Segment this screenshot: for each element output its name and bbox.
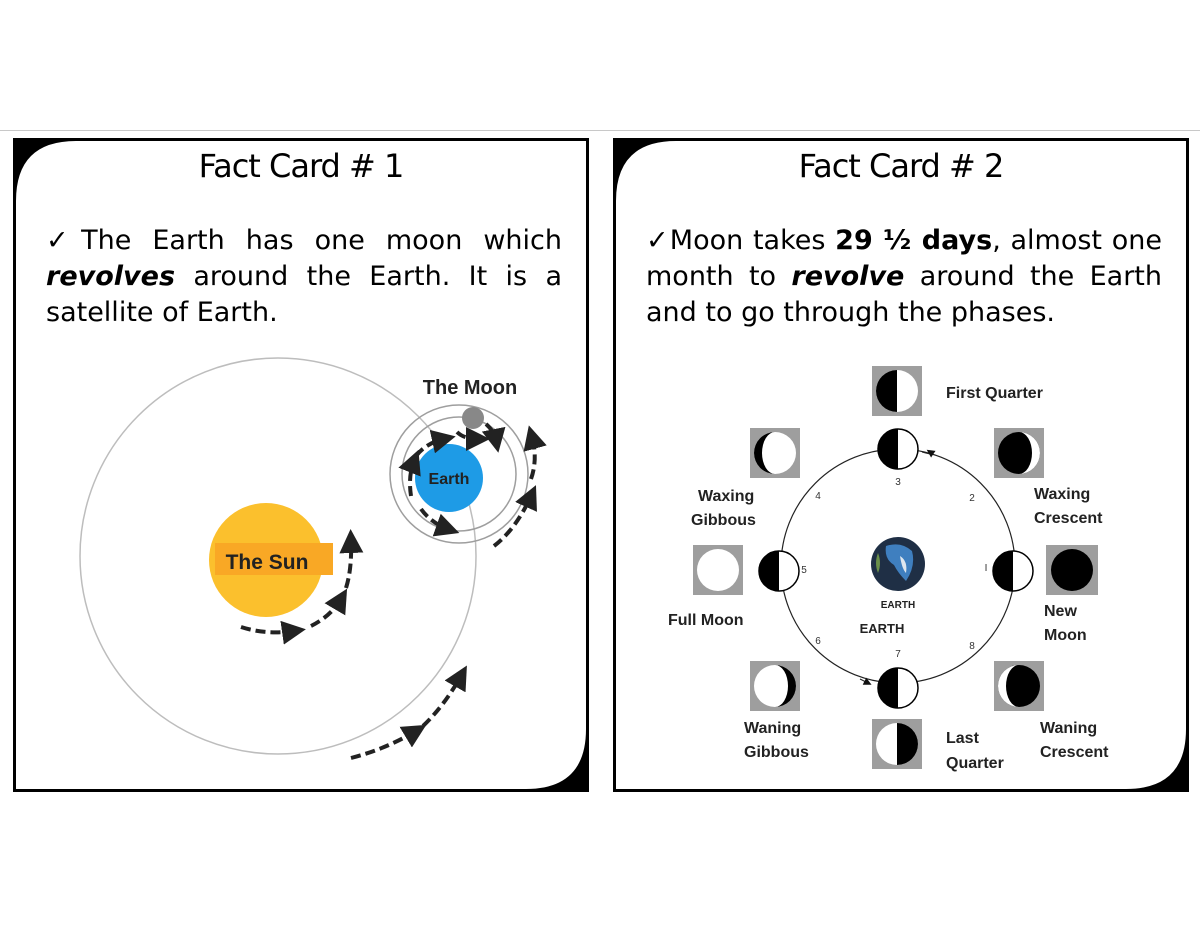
phase-waning-gibbous-icon: [750, 661, 800, 711]
card-corner-bottom-right: [526, 729, 586, 789]
orbit-number-6: 6: [815, 636, 821, 647]
card-corner-bottom-right: [1126, 729, 1186, 789]
fact-card-2: Fact Card # 2 ✓Moon takes 29 ½ days, alm…: [613, 138, 1189, 792]
earth-orbit: [79, 357, 477, 755]
orbit-arrow-top: [921, 449, 936, 458]
label-waxing-crescent-2: Crescent: [1034, 510, 1103, 527]
label-waning-crescent-2: Crescent: [1040, 744, 1109, 761]
sun-icon: [209, 503, 333, 617]
check-mark: ✓: [46, 225, 82, 256]
label-first-quarter: First Quarter: [946, 385, 1043, 402]
orbit-number-5: 5: [801, 565, 807, 576]
phase-waxing-gibbous-icon: [750, 428, 800, 478]
earth-icon: [415, 444, 483, 512]
earth-label: Earth: [429, 471, 470, 488]
fact-text-part: around the Earth and to go through the p…: [646, 261, 1162, 328]
fact-keyword-revolve: revolve: [791, 261, 905, 292]
fact-text-part: , almost one month to: [646, 225, 1162, 292]
sun-label: The Sun: [226, 551, 309, 574]
card-corner-top-left: [16, 141, 76, 201]
orbit-number-8: 8: [969, 641, 975, 652]
orbit-moons: [758, 428, 1034, 709]
card-corner-top-left: [616, 141, 676, 201]
label-new-moon-2: Moon: [1044, 627, 1087, 644]
moon-icon: [462, 407, 484, 429]
fact-text-part: around the Earth. It is a satellite of E…: [46, 261, 562, 328]
label-last-quarter-1: Last: [946, 730, 980, 747]
moon-label: The Moon: [423, 377, 517, 399]
card-2-fact-text: ✓Moon takes 29 ½ days, almost one month …: [646, 223, 1162, 331]
orbit-number-2: 2: [969, 493, 975, 504]
orbit-moon-3: [877, 428, 919, 470]
phase-last-quarter-icon: [872, 719, 922, 769]
fact-text-part: The Earth has one moon which: [81, 225, 563, 256]
label-waxing-gibbous-2: Gibbous: [691, 512, 756, 529]
label-waxing-crescent-1: Waxing: [1034, 486, 1090, 503]
sun-earth-moon-diagram: The Sun Earth The Moon: [79, 357, 547, 760]
label-new-moon-1: New: [1044, 603, 1077, 620]
moon-phases-diagram: EARTH EARTH 3: [668, 366, 1109, 772]
orbit-moon-1: [992, 550, 1034, 592]
earth-small-label: EARTH: [881, 600, 915, 611]
label-waning-gibbous-2: Gibbous: [744, 744, 809, 761]
phase-waning-crescent-icon: [994, 661, 1044, 711]
revolution-arrows: [240, 422, 547, 760]
orbit-number-3: 3: [895, 477, 901, 488]
label-waxing-gibbous-1: Waxing: [698, 488, 754, 505]
orbit-moon-5: [758, 550, 800, 592]
phase-full-moon-icon: [693, 545, 743, 595]
check-mark: ✓: [646, 225, 670, 256]
orbit-moon-7: [877, 667, 919, 709]
card-1-title: Fact Card # 1: [198, 147, 405, 185]
label-last-quarter-2: Quarter: [946, 755, 1004, 772]
orbit-number-7: 7: [895, 649, 901, 660]
phase-waxing-crescent-icon: [994, 428, 1044, 478]
earth-label: EARTH: [860, 621, 905, 636]
earth-image: [871, 537, 925, 591]
fact-keyword-days: 29 ½ days: [835, 225, 993, 256]
orbit-arrow-bottom: [859, 677, 872, 685]
page-divider-line: [0, 130, 1200, 131]
fact-text-part: Moon takes: [669, 225, 836, 256]
card-1-fact-text: ✓The Earth has one moon which revolves a…: [46, 223, 562, 331]
label-waning-gibbous-1: Waning: [744, 720, 801, 737]
moon-outer-orbit: [389, 404, 529, 544]
phase-first-quarter-icon: [872, 366, 922, 416]
orbit-number-4: 4: [815, 491, 821, 502]
fact-card-1: Fact Card # 1 ✓The Earth has one moon wh…: [13, 138, 589, 792]
fact-keyword-revolves: revolves: [46, 261, 176, 292]
orbit-number-1: I: [985, 563, 988, 574]
label-full-moon: Full Moon: [668, 612, 744, 629]
phase-new-moon-icon: [1046, 545, 1098, 595]
label-waning-crescent-1: Waning: [1040, 720, 1097, 737]
card-2-title: Fact Card # 2: [798, 147, 1005, 185]
